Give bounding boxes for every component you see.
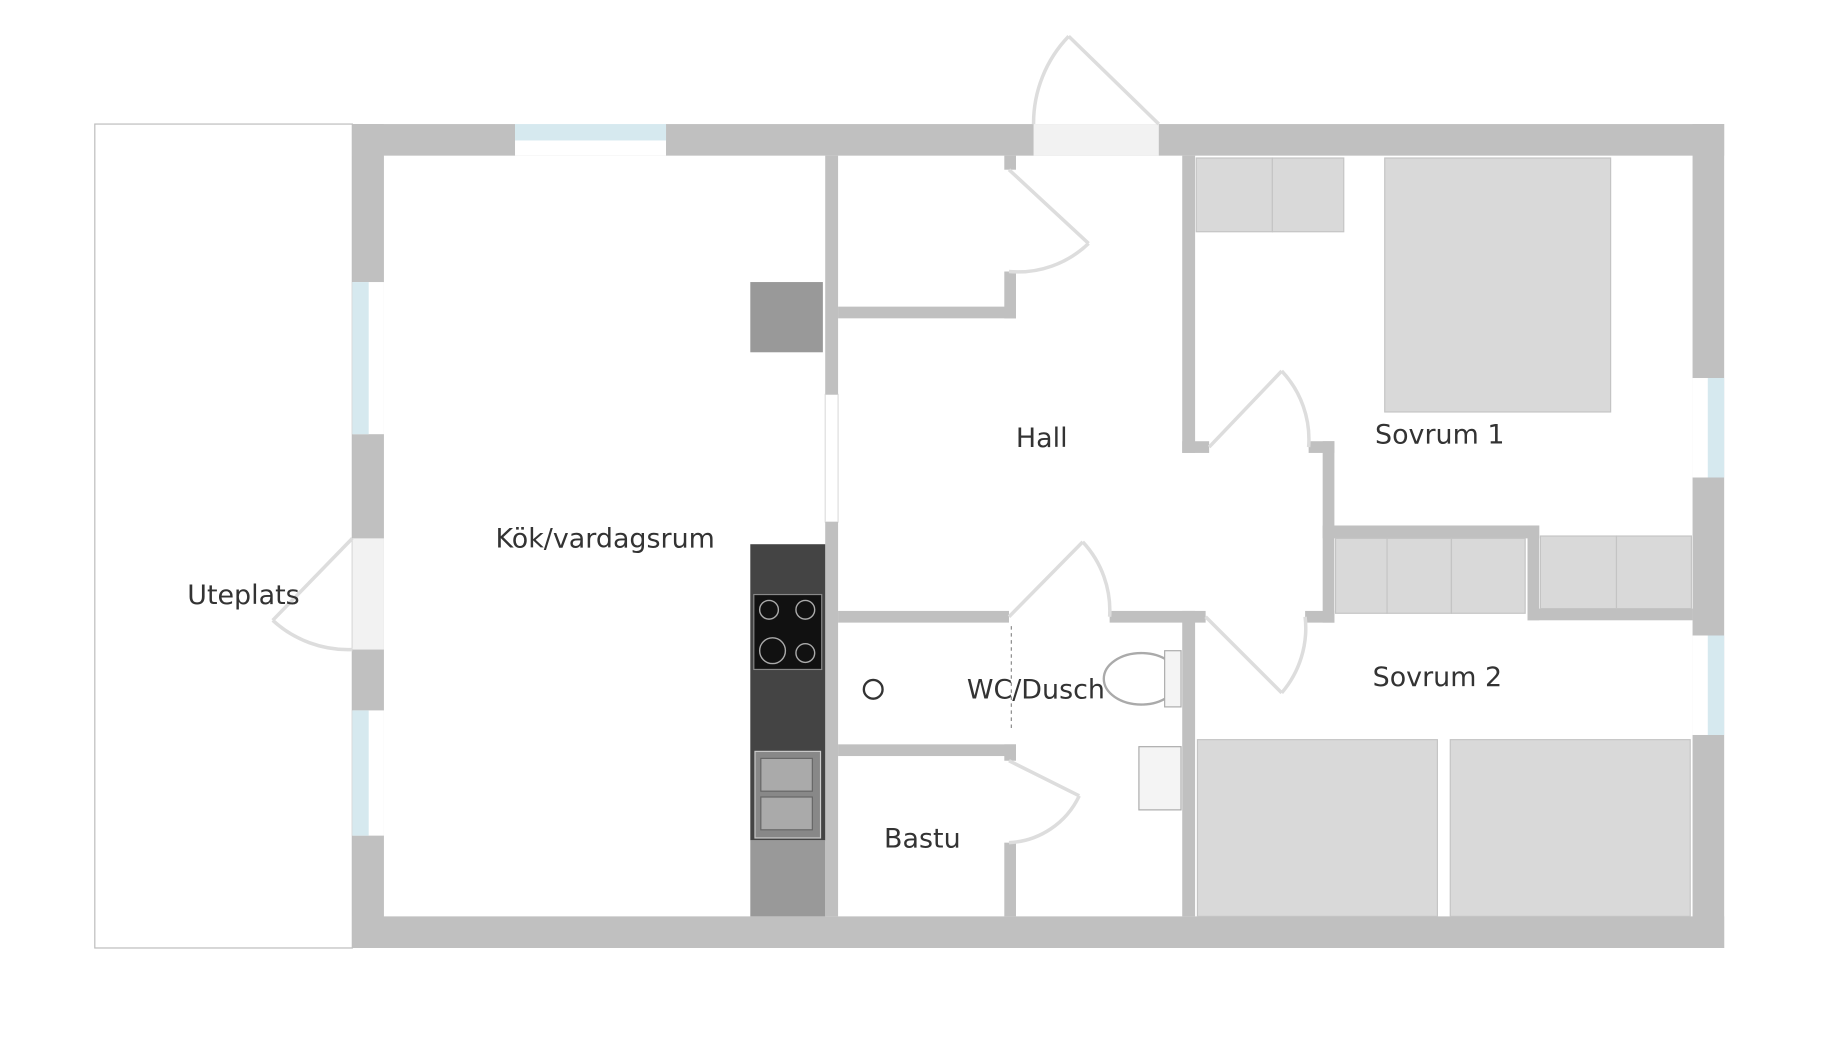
interior-walls	[825, 155, 1693, 917]
bed-single-1	[1196, 739, 1438, 917]
wc-door[interactable]	[1007, 540, 1112, 619]
terrace-door[interactable]	[271, 537, 354, 652]
sauna-door[interactable]	[1008, 759, 1081, 845]
room-label-bedroom-2: Sovrum 2	[1373, 662, 1502, 693]
washbasin-icon	[1138, 746, 1182, 811]
room-label-kitchen: Kök/vardagsrum	[495, 524, 714, 555]
room-label-hall: Hall	[1016, 423, 1068, 454]
wardrobe	[1195, 157, 1273, 233]
closet-door[interactable]	[1007, 168, 1090, 274]
room-label-sauna: Bastu	[884, 823, 961, 854]
interior-doors[interactable]	[1007, 168, 1311, 845]
windows	[352, 124, 1725, 836]
entrance-door[interactable]	[1031, 35, 1161, 126]
fridge	[750, 840, 826, 917]
entrance-door-opening	[1033, 124, 1159, 156]
terrace-door-opening	[352, 538, 384, 650]
bedroom1-door[interactable]	[1207, 369, 1311, 449]
room-label-bedroom-1: Sovrum 1	[1375, 420, 1504, 451]
stove-icon	[753, 593, 823, 671]
shower-icon	[862, 678, 884, 700]
window-hall	[824, 393, 839, 523]
wardrobe-row	[1334, 537, 1388, 614]
kitchen-cabinet	[750, 282, 823, 353]
bedroom2-door[interactable]	[1204, 615, 1308, 695]
terrace-area	[94, 123, 353, 949]
bed-single-2	[1449, 739, 1691, 917]
bed-double	[1384, 157, 1612, 413]
room-label-uteplats: Uteplats	[187, 580, 299, 611]
room-label-wc: WC/Dusch	[967, 675, 1105, 706]
